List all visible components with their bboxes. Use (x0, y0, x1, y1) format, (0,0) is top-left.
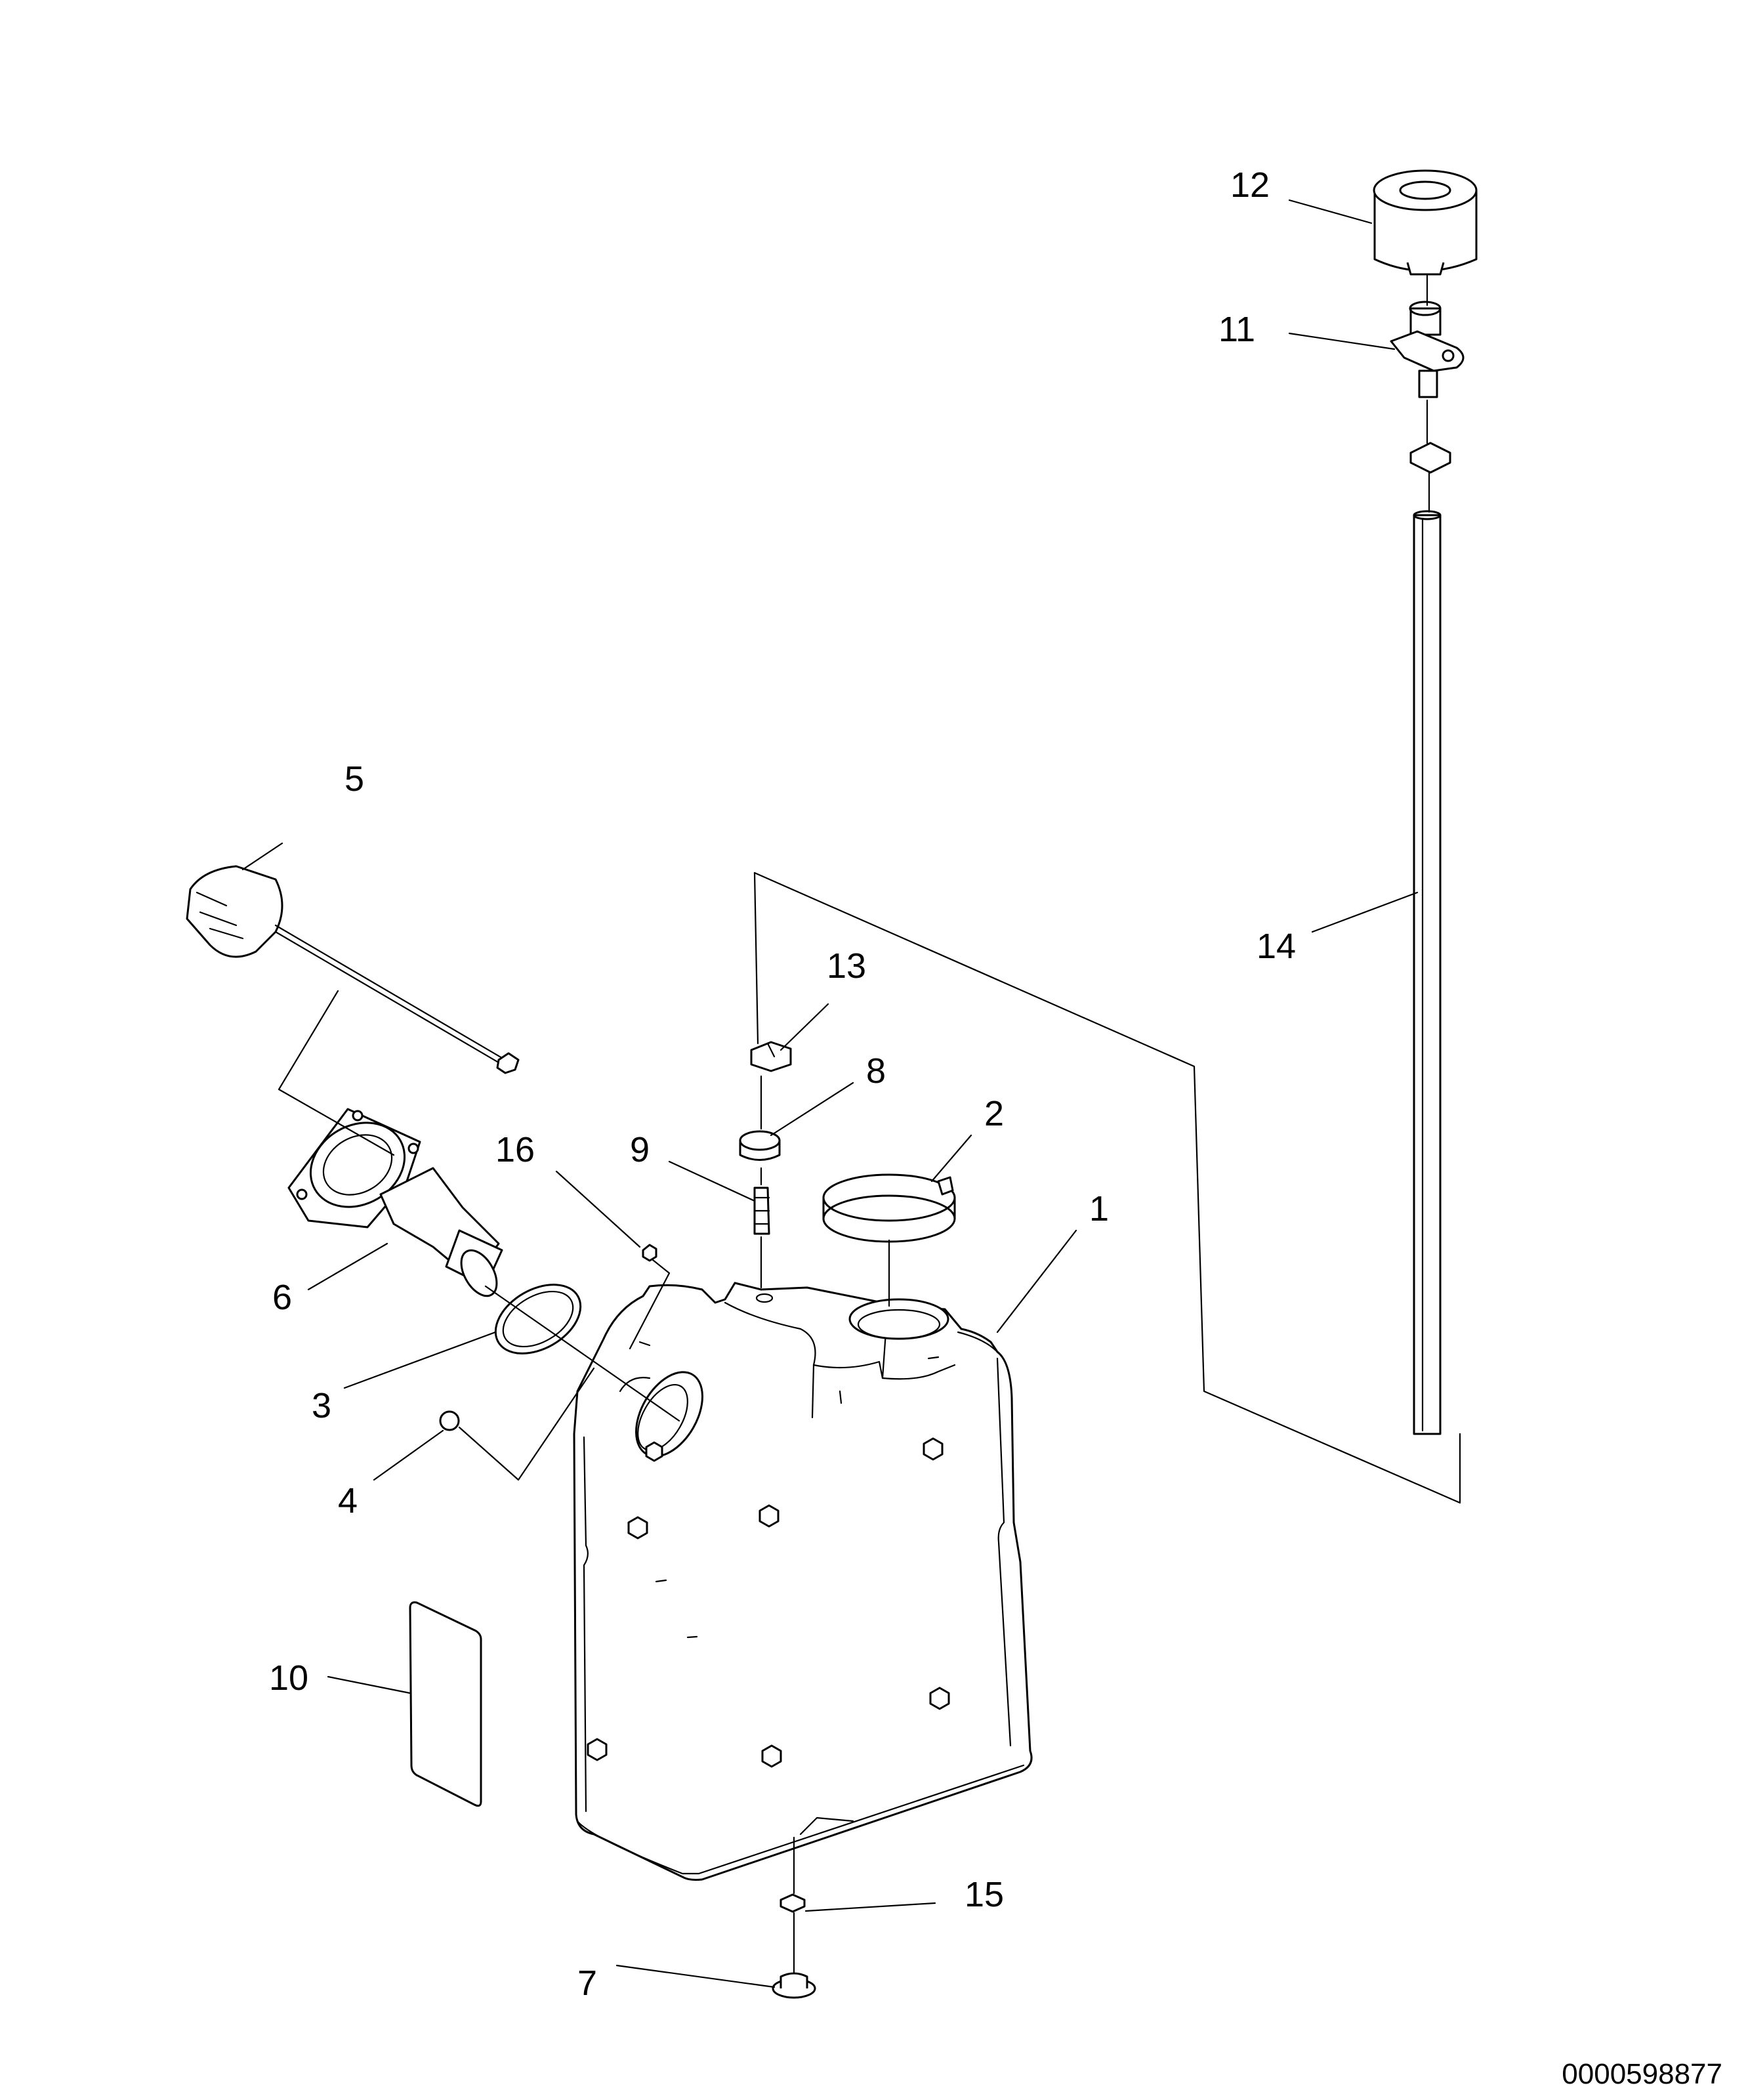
callout-15: 15 (965, 1875, 1004, 1914)
callout-16: 16 (495, 1130, 535, 1169)
callout-9: 9 (630, 1130, 650, 1169)
drain-parts (772, 1893, 816, 1999)
callout-labels: 12 11 5 14 13 8 2 16 9 1 6 3 4 10 15 7 (269, 165, 1296, 2003)
small-ring (439, 1410, 460, 1431)
callout-13: 13 (827, 946, 866, 986)
callout-3: 3 (312, 1386, 331, 1425)
tank-bolts (587, 1437, 950, 1768)
hose-clamp (822, 1173, 956, 1243)
callout-8: 8 (866, 1051, 886, 1091)
insert-16 (642, 1244, 657, 1262)
callout-6: 6 (272, 1278, 292, 1317)
vent-parts (739, 1041, 792, 1235)
callout-7: 7 (577, 1964, 597, 2003)
fuel-cap (186, 865, 520, 1074)
callout-5: 5 (344, 759, 364, 799)
callout-10: 10 (269, 1658, 308, 1698)
leader-lines (241, 199, 1419, 1988)
callout-11: 11 (1218, 310, 1255, 349)
callout-14: 14 (1257, 927, 1296, 966)
assembly-lines (278, 274, 1461, 1973)
drawing-number: 0000598877 (1562, 2058, 1722, 2090)
callout-4: 4 (338, 1481, 358, 1521)
decal (409, 1601, 482, 1807)
callout-1: 1 (1089, 1189, 1109, 1228)
sender-assembly (1373, 169, 1478, 1435)
callout-2: 2 (984, 1094, 1004, 1133)
filler-neck (287, 1108, 503, 1297)
callout-12: 12 (1230, 165, 1270, 205)
o-ring (494, 1284, 582, 1354)
tank (573, 1282, 1033, 1881)
